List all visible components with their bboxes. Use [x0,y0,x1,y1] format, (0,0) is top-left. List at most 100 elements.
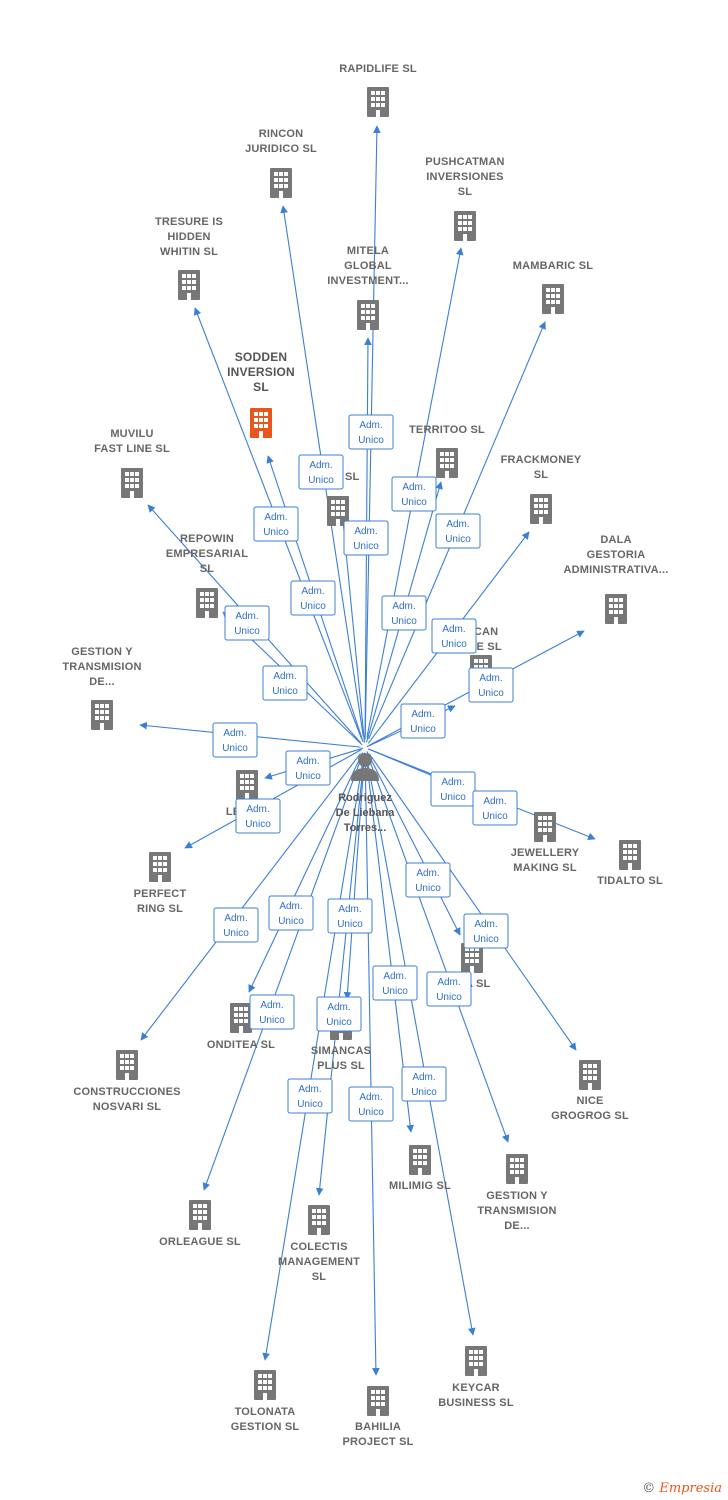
badge-box [316,996,362,1032]
edge-nice [368,753,577,1051]
badge-text: Adm. [479,673,502,684]
person-label-line: Torres... [344,822,387,834]
company-label-line: MAKING SL [513,862,577,874]
role-badge-sodden: Adm.Unico [290,580,336,616]
role-badge-mitela: Adm.Unico [348,414,394,450]
company-label-line: TERRITOO SL [409,424,485,436]
badge-box [285,750,331,786]
company-label-line: FAST LINE SL [94,443,170,455]
building-icon [367,1386,389,1416]
role-badge-tidalto: Adm.Unico [472,790,518,826]
badge-box [262,665,308,701]
building-icon [454,211,476,241]
building-icon [189,1200,211,1230]
company-node-mambaric[interactable]: MAMBARIC SL [513,260,593,314]
building-icon [367,87,389,117]
company-node-tidalto[interactable]: TIDALTO SL [597,840,663,887]
company-label-line: WHITIN SL [160,246,218,258]
badge-box [400,703,446,739]
badge-text: Unico [297,1099,323,1110]
badge-text: Unico [401,497,427,508]
company-label-line: KEYCAR [452,1382,500,1394]
badge-text: Unico [263,527,289,538]
company-label-line: MANAGEMENT [278,1256,360,1268]
company-node-milimig[interactable]: MILIMIG SL [389,1145,451,1192]
role-badge-rincon: Adm.Unico [298,454,344,490]
company-node-onditea[interactable]: ONDITEA SL [207,1003,275,1051]
building-icon [230,1003,252,1033]
company-node-bahilia[interactable]: BAHILIA PROJECT SL [342,1386,413,1448]
badge-text: Unico [415,883,441,894]
building-icon [196,588,218,618]
company-label-line: NICE [576,1095,603,1107]
role-badge-simancas: Adm.Unico [327,898,373,934]
badge-text: Unico [278,916,304,927]
building-icon [605,594,627,624]
badge-box [372,965,418,1001]
company-label-line: GLOBAL [344,260,392,272]
company-label-line: GESTION Y [71,646,133,658]
edge-ria [366,751,461,936]
company-label-line: SL [458,186,473,198]
company-node-territoo[interactable]: TERRITOO SL [409,424,485,478]
badge-text: Adm. [416,868,439,879]
badge-text: Adm. [411,709,434,720]
company-node-keycar[interactable]: KEYCAR BUSINESS SL [438,1346,514,1409]
edge-orleague [202,756,363,1191]
company-label-line: INVERSION [227,365,295,379]
badge-text: Unico [411,1087,437,1098]
company-label-line: TRANSMISION [62,661,141,673]
company-label-line: BAHILIA [355,1421,401,1433]
person-icon [351,753,379,781]
badge-box [290,580,336,616]
badge-text: Adm. [392,601,415,612]
building-icon [178,270,200,300]
badge-text: Unico [436,992,462,1003]
company-node-orleague[interactable]: ORLEAGUE SL [159,1200,241,1248]
role-badge-nice: Adm. Unico [405,862,451,898]
badge-text: Adm. [441,777,464,788]
role-badge-orleague: Adm.Unico [249,994,295,1030]
edge-simancas [343,752,366,1000]
role-badge-tolonata: Adm. Unico [287,1078,333,1114]
badge-text: Adm. [298,1084,321,1095]
badge-text: Unico [272,686,298,697]
company-node-rapidlife[interactable]: RAPIDLIFE SL [339,63,417,117]
badge-text: Unico [473,934,499,945]
company-label-line: INVERSIONES [426,171,503,183]
company-label-line: NOSVARI SL [93,1101,161,1113]
company-label-line: TRANSMISION [477,1205,556,1217]
edge-construcciones [140,753,361,1041]
role-badge-keycar: Adm. Unico [401,1066,447,1102]
badge-text: Adm. [273,671,296,682]
badge-text: Adm. [246,804,269,815]
company-label-line: DE... [504,1220,529,1232]
company-label-line: BUSINESS SL [438,1397,514,1409]
badge-text: Adm. [412,1072,435,1083]
company-label-line: SODDEN [235,350,288,364]
company-label-line: PROJECT SL [342,1436,413,1448]
